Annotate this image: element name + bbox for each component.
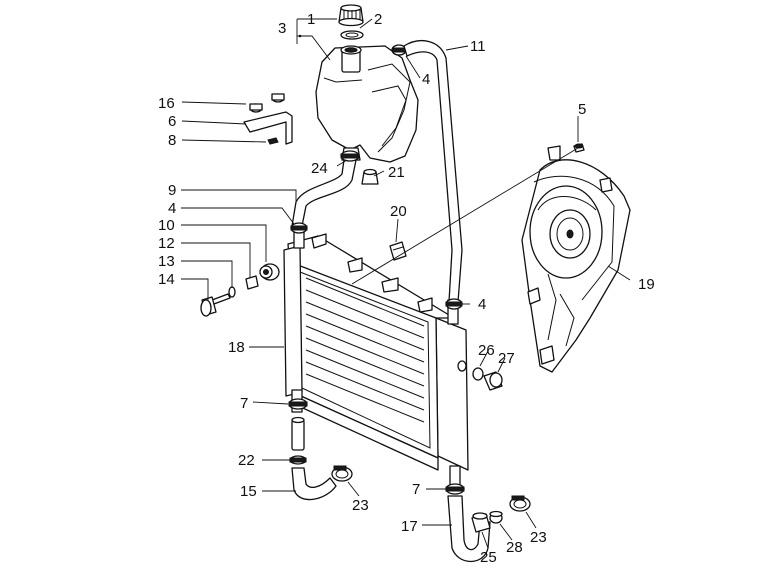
callout-6: 6: [168, 113, 176, 130]
callout-27: 27: [498, 350, 515, 367]
hose-connector-left: [291, 416, 305, 451]
washer: [228, 286, 236, 298]
callout-18: 18: [228, 339, 245, 356]
hose-clamp-24: [340, 150, 360, 162]
callout-8: 8: [168, 132, 176, 149]
spacer-bushing: [245, 275, 259, 290]
callout-4-right: 4: [478, 296, 486, 313]
callout-25: 25: [480, 549, 497, 566]
leader-lines: [181, 18, 631, 549]
cap-seal: [340, 30, 364, 40]
callout-21: 21: [388, 164, 405, 181]
tank-plug: [361, 168, 379, 185]
callout-26: 26: [478, 342, 495, 359]
hose-clamp-23-right: [509, 495, 531, 512]
hose-clamp-radiator-top-left: [290, 222, 308, 234]
callout-15: 15: [240, 483, 257, 500]
callout-1: 1: [307, 11, 315, 28]
callout-2: 2: [374, 11, 382, 28]
callout-24: 24: [311, 160, 328, 177]
overflow-hose: [403, 40, 463, 303]
callout-12: 12: [158, 235, 175, 252]
callout-20: 20: [390, 203, 407, 220]
callout-23-left: 23: [352, 497, 369, 514]
cooling-fan-assembly: [521, 145, 631, 373]
tank-bracket: [243, 93, 293, 145]
callout-16: 16: [158, 95, 175, 112]
callout-3: 3: [278, 20, 286, 37]
callout-7-right: 7: [412, 481, 420, 498]
callout-13: 13: [158, 253, 175, 270]
callout-10: 10: [158, 217, 175, 234]
radiator: [283, 225, 469, 487]
callout-4: 4: [422, 71, 430, 88]
expansion-tank: [315, 45, 419, 163]
callout-11: 11: [470, 38, 486, 55]
filler-cap: [338, 4, 364, 27]
callout-22: 22: [238, 452, 255, 469]
drain-plug: [483, 371, 503, 391]
hose-clamp-radiator-right: [445, 298, 463, 310]
drain-washer: [472, 367, 484, 381]
rubber-grommet: [259, 263, 280, 281]
hose-clamp-22: [289, 455, 307, 465]
hose-clamp-23-left: [331, 465, 353, 482]
lower-left-hose: [291, 467, 337, 501]
callout-labels: 1 2 3 11 4 16 6 8 5 24 21 9 4 20 10 12 1…: [158, 11, 655, 566]
callout-23-right: 23: [530, 529, 547, 546]
hose-clamp-7-right: [445, 483, 465, 495]
callout-28: 28: [506, 539, 523, 556]
fan-screw: [573, 143, 585, 153]
callout-17: 17: [401, 518, 418, 535]
callout-4-left: 4: [168, 200, 176, 217]
callout-9: 9: [168, 182, 176, 199]
hose-fitting-25: [471, 512, 491, 533]
callout-19: 19: [638, 276, 655, 293]
radiator-clip: [389, 241, 407, 261]
callout-14: 14: [158, 271, 175, 288]
callout-7-left: 7: [240, 395, 248, 412]
hose-fitting-28: [489, 510, 503, 524]
hose-clamp-7-left: [288, 398, 308, 410]
mounting-bolt: [200, 293, 231, 317]
callout-5: 5: [578, 101, 586, 118]
